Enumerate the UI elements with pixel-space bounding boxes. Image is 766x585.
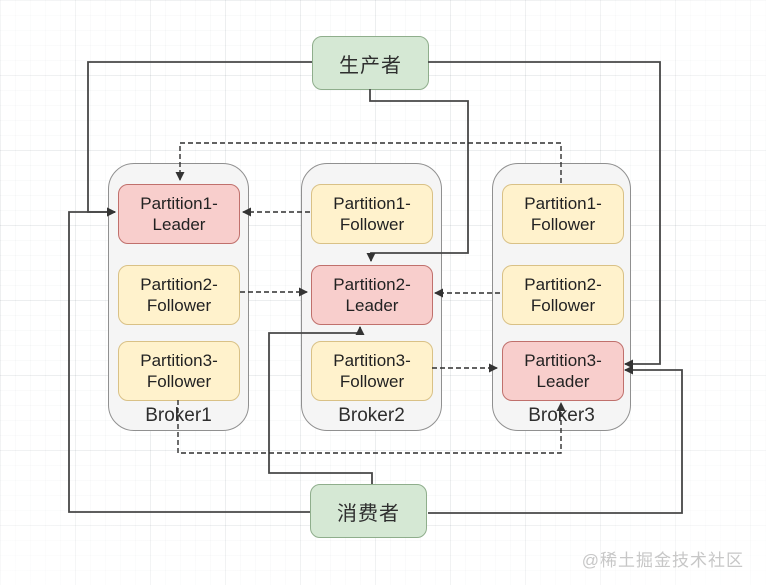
partition-label-line1: Partition2-: [524, 275, 602, 294]
broker1-partition1-leader-box: Partition1- Leader: [118, 184, 240, 244]
consumer-label: 消费者: [337, 502, 400, 525]
broker1-container: Partition1- Leader Partition2- Follower …: [108, 163, 249, 431]
partition-label-line1: Partition3-: [140, 351, 218, 370]
broker2-partition1-follower-box: Partition1- Follower: [311, 184, 433, 244]
partition-label-line1: Partition2-: [140, 275, 218, 294]
partition-label-line1: Partition1-: [524, 194, 602, 213]
broker3-partition1-follower-box: Partition1- Follower: [502, 184, 624, 244]
partition-label-line1: Partition3-: [524, 351, 602, 370]
partition-label-line2: Leader: [536, 372, 590, 391]
producer-label: 生产者: [339, 54, 402, 77]
broker3-label: Broker3: [528, 405, 595, 426]
broker1-partition3-follower-box: Partition3- Follower: [118, 341, 240, 401]
broker2-label: Broker2: [338, 405, 405, 426]
partition-label-line2: Follower: [146, 372, 212, 391]
partition-label-line2: Follower: [530, 296, 596, 315]
partition-label-line1: Partition3-: [333, 351, 411, 370]
broker1-partition2-follower-box: Partition2- Follower: [118, 265, 240, 325]
partition-label-line1: Partition1-: [333, 194, 411, 213]
partition-label-line2: Follower: [146, 296, 212, 315]
broker3-partition3-leader-box: Partition3- Leader: [502, 341, 624, 401]
broker3-container: Partition1- Follower Partition2- Followe…: [492, 163, 631, 431]
watermark-text: @稀土掘金技术社区: [581, 551, 744, 570]
producer-node: 生产者: [312, 36, 429, 90]
partition-label-line2: Follower: [339, 215, 405, 234]
broker1-label: Broker1: [145, 405, 212, 426]
broker2-container: Partition1- Follower Partition2- Leader …: [301, 163, 442, 431]
broker2-partition2-leader-box: Partition2- Leader: [311, 265, 433, 325]
broker2-partition3-follower-box: Partition3- Follower: [311, 341, 433, 401]
partition-label-line2: Follower: [339, 372, 405, 391]
consumer-node: 消费者: [310, 484, 427, 538]
partition-label-line2: Leader: [152, 215, 206, 234]
broker3-partition2-follower-box: Partition2- Follower: [502, 265, 624, 325]
partition-label-line2: Leader: [345, 296, 399, 315]
partition-label-line1: Partition1-: [140, 194, 218, 213]
partition-label-line1: Partition2-: [333, 275, 411, 294]
partition-label-line2: Follower: [530, 215, 596, 234]
